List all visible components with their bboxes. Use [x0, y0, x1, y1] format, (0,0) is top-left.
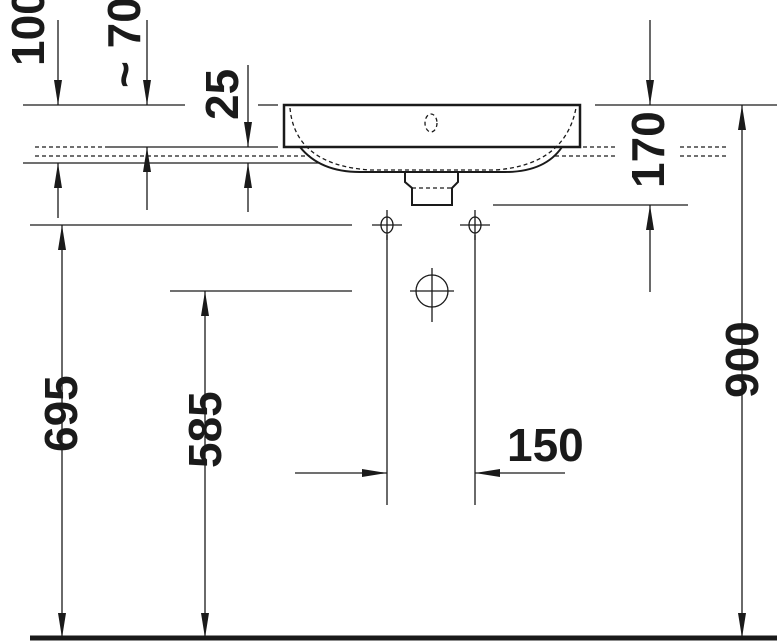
dim-695-label: 695: [35, 375, 87, 452]
crosshair-right-icon: [460, 210, 490, 240]
dim-170-label: 170: [622, 111, 674, 188]
dim-100-label: 100: [2, 0, 54, 66]
dim-585-label: 585: [179, 391, 231, 468]
crosshair-drain-icon: [410, 268, 454, 322]
crosshair-left-icon: [372, 210, 402, 240]
dim-70-label: ~ 70: [98, 0, 150, 88]
dim-25-label: 25: [196, 69, 248, 120]
reference-lines: [23, 104, 777, 641]
overflow-hole: [424, 113, 438, 133]
connection-points: [372, 210, 490, 322]
dim-900-label: 900: [716, 321, 768, 398]
dimension-arrows: [54, 20, 746, 638]
dim-150-label: 150: [507, 419, 584, 471]
washbasin: [282, 103, 582, 206]
